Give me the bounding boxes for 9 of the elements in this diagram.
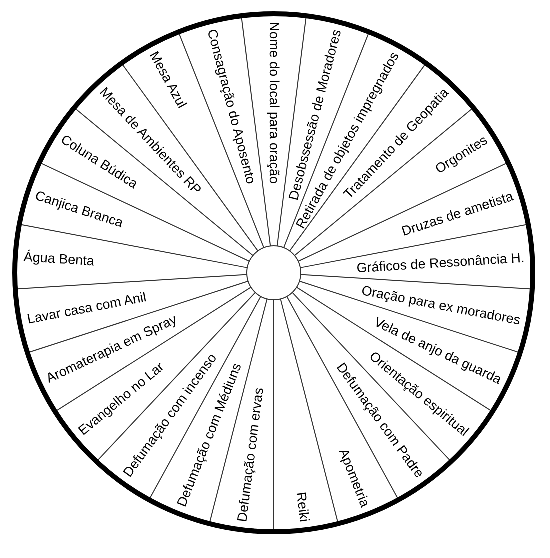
sector-label: Água Benta xyxy=(23,250,94,270)
sector-label: Reiki xyxy=(294,491,313,523)
sector-label: Defumação com ervas xyxy=(235,387,267,523)
sector-label: Druzas de ametista xyxy=(400,188,516,238)
sector-label: Lavar casa com Anil xyxy=(26,290,148,328)
sector-label: Canjica Branca xyxy=(32,188,125,231)
sector-label: Gráficos de Ressonância H. xyxy=(356,250,525,276)
sector-label: Nome do local para oração xyxy=(266,22,282,184)
sector-label: Mesa Azul xyxy=(146,49,190,112)
